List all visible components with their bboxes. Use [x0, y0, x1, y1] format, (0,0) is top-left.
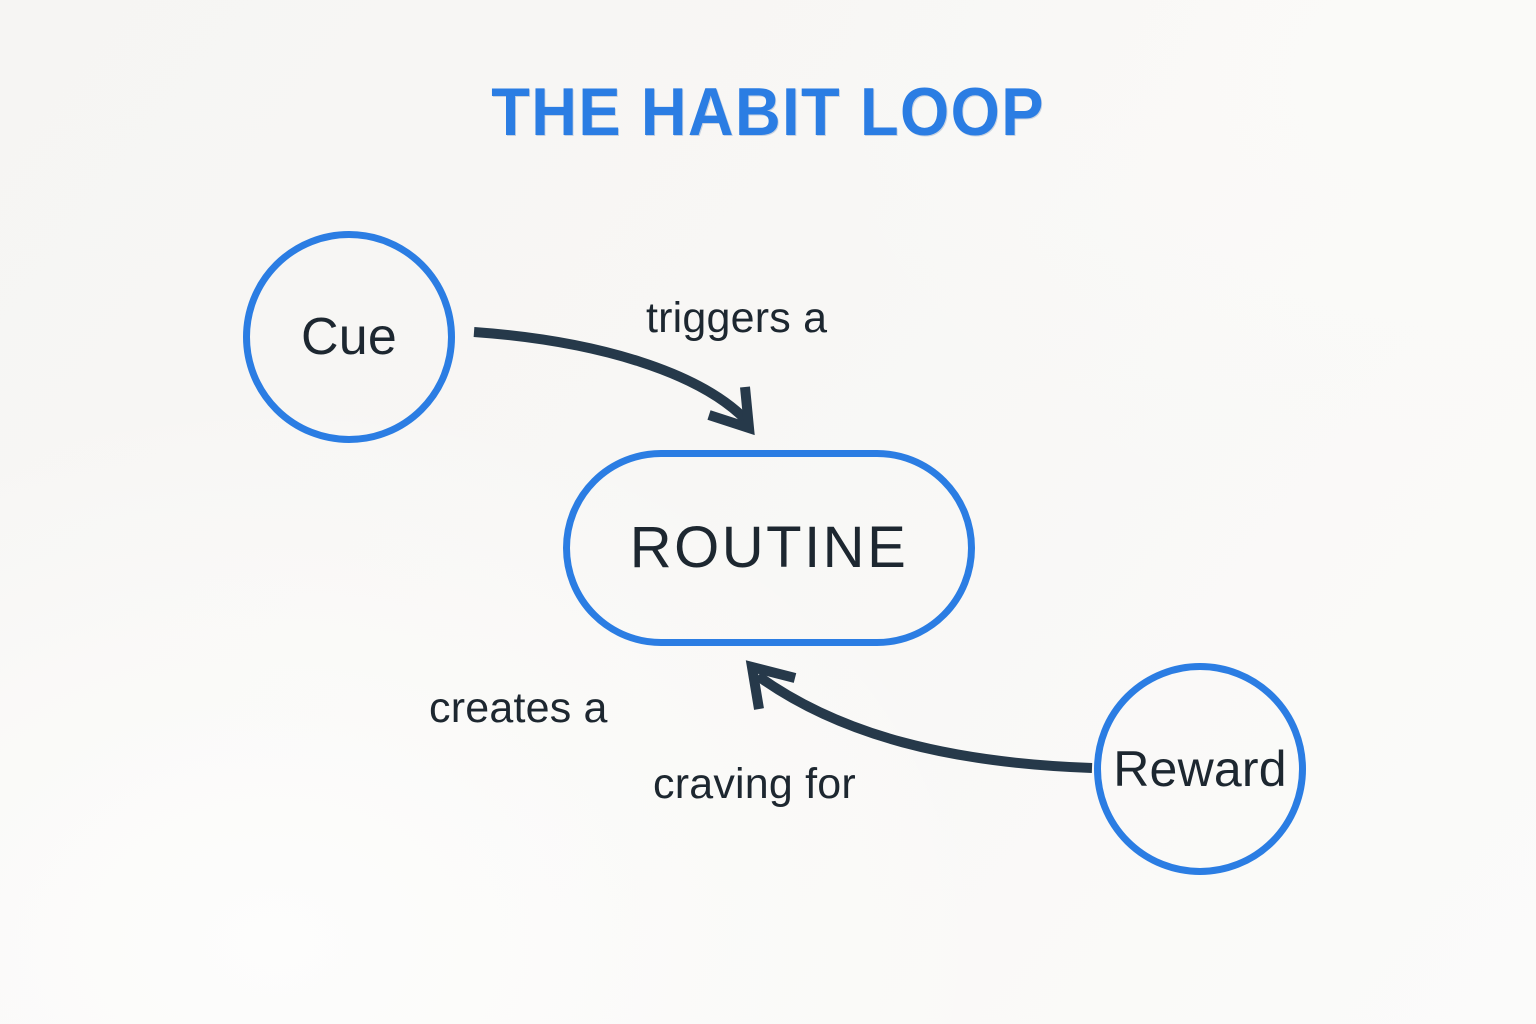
node-cue[interactable]: Cue	[243, 231, 455, 443]
connector-label-craving-for: craving for	[653, 760, 856, 808]
node-cue-label: Cue	[301, 308, 397, 366]
node-routine[interactable]: ROUTINE	[563, 450, 975, 646]
arrow-reward-to-routine	[745, 660, 1093, 773]
node-reward-label: Reward	[1113, 741, 1287, 797]
connector-label-creates-a: creates a	[429, 684, 608, 732]
node-routine-label: ROUTINE	[629, 515, 909, 580]
connector-label-triggers-a: triggers a	[646, 294, 828, 342]
arrow-cue-to-routine	[473, 327, 755, 436]
node-reward[interactable]: Reward	[1094, 663, 1306, 875]
page-title: THE HABIT LOOP	[491, 74, 1045, 150]
